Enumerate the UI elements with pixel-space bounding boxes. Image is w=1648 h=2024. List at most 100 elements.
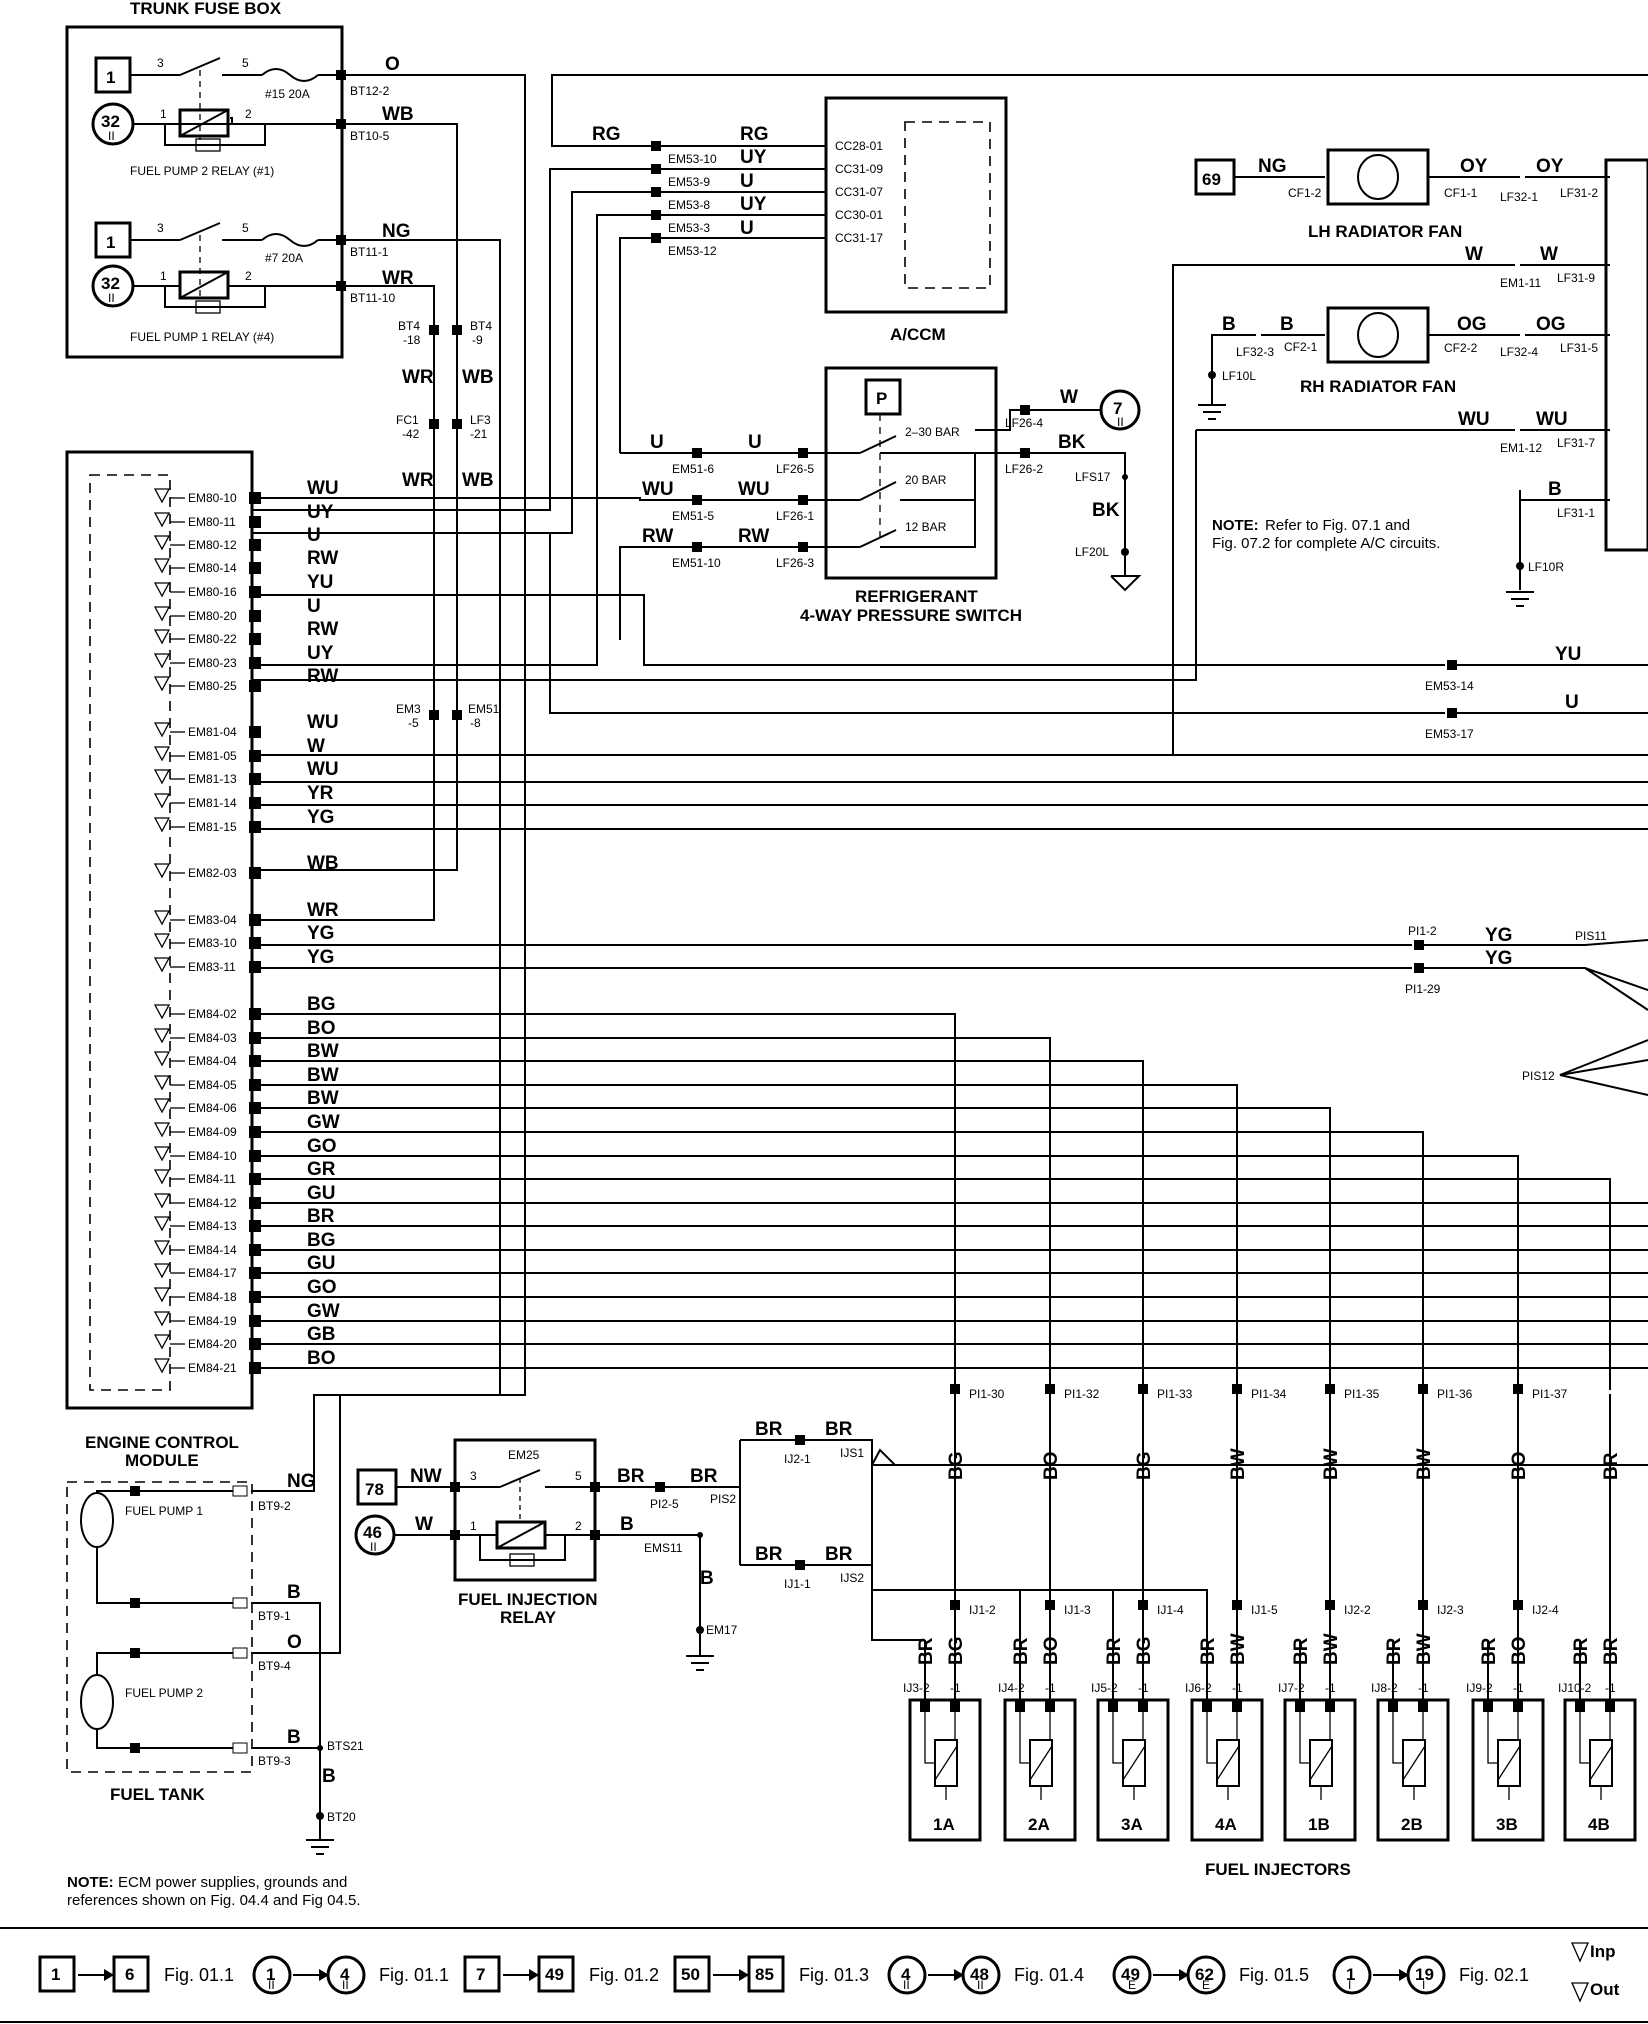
svg-text:5: 5 bbox=[242, 221, 249, 235]
conn-bt12-2: BT12-2 bbox=[350, 84, 390, 98]
pin-triangle-icon bbox=[153, 1051, 171, 1067]
injector-feed-wire bbox=[261, 1155, 1519, 1390]
conn-em1-11: EM1-11 bbox=[1500, 276, 1541, 290]
pin-triangle-icon bbox=[153, 535, 171, 551]
injector-low-color: BG bbox=[1134, 1637, 1155, 1666]
fuse-15-label: #15 20A bbox=[265, 87, 310, 101]
ecm-pin-label: EM84-20 bbox=[188, 1337, 237, 1351]
fuel-pump-2-motor bbox=[80, 1674, 114, 1730]
svg-text:-1: -1 bbox=[950, 1681, 961, 1695]
conn-cf1-2: CF1-2 bbox=[1288, 186, 1322, 200]
injector-vert-color: BR bbox=[1601, 1452, 1622, 1480]
injector-top-conn: PI1-34 bbox=[1251, 1387, 1287, 1401]
wire-label-yg-pi1: YG bbox=[1485, 925, 1512, 946]
injector-name: 3B bbox=[1496, 1815, 1518, 1834]
conn-em53-8: EM53-8 bbox=[668, 198, 710, 212]
wire-label-br-ij1: BR bbox=[755, 1544, 783, 1565]
ref-circle-7-sub: II bbox=[1117, 415, 1124, 429]
injector-feed-wire bbox=[261, 1060, 1144, 1390]
pressure-switch-title-2: 4-WAY PRESSURE SWITCH bbox=[800, 606, 1022, 625]
ref-box-1-label: 1 bbox=[106, 68, 115, 87]
lh-fan-title: LH RADIATOR FAN bbox=[1308, 222, 1462, 241]
legend-to: 49 bbox=[545, 1965, 564, 1984]
input-triangle-icon bbox=[1570, 1942, 1590, 1963]
legend-fig: Fig. 01.1 bbox=[379, 1965, 449, 1985]
ac-note-text2: Fig. 07.2 for complete A/C circuits. bbox=[1212, 535, 1440, 552]
ecm-wire-label: BW bbox=[307, 1065, 339, 1086]
injector-body bbox=[1563, 1698, 1637, 1842]
injector-feed-wire bbox=[261, 1178, 1611, 1390]
pin-triangle-icon bbox=[153, 863, 171, 879]
injector-low-color: BW bbox=[1414, 1633, 1435, 1665]
injector-low-conn: IJ1-3 bbox=[1064, 1603, 1091, 1617]
fir-title-2: RELAY bbox=[500, 1608, 557, 1627]
ecm-pin-label: EM81-04 bbox=[188, 725, 237, 739]
ecm-pin-label: EM84-11 bbox=[188, 1172, 236, 1186]
ecm-wire-label: GU bbox=[307, 1183, 336, 1204]
injector-name: 1B bbox=[1308, 1815, 1330, 1834]
injector-br-label: BR bbox=[1011, 1637, 1032, 1665]
injector-feed-wire bbox=[261, 1037, 1051, 1390]
wire-label-w-switch: W bbox=[1060, 387, 1078, 408]
svg-text:3: 3 bbox=[470, 1469, 477, 1483]
conn-em1-12: EM1-12 bbox=[1500, 441, 1542, 455]
injector-body bbox=[908, 1698, 982, 1842]
lh-fan-box bbox=[1326, 148, 1430, 206]
rh-fan-title: RH RADIATOR FAN bbox=[1300, 377, 1456, 396]
pressure-switch-title-1: REFRIGERANT bbox=[855, 587, 978, 606]
ac-note-text1: Refer to Fig. 07.1 and bbox=[1265, 517, 1410, 534]
svg-text:-1: -1 bbox=[1418, 1681, 1429, 1695]
wire-label-og-2: OG bbox=[1536, 314, 1566, 335]
svg-text:5: 5 bbox=[242, 56, 249, 70]
conn-lf10r: LF10R bbox=[1528, 560, 1564, 574]
svg-text:1: 1 bbox=[470, 1519, 477, 1533]
svg-text:-1: -1 bbox=[1045, 1681, 1056, 1695]
ecm-wire-label: WU bbox=[307, 478, 339, 499]
fuel-pump-1-label: FUEL PUMP 1 bbox=[125, 1504, 203, 1518]
wire-label-br-relay2: BR bbox=[690, 1466, 718, 1487]
ecm-pin-label: EM84-04 bbox=[188, 1054, 237, 1068]
legend-fig: Fig. 01.3 bbox=[799, 1965, 869, 1985]
pin-triangle-icon bbox=[153, 1169, 171, 1185]
injector-br-label: BR bbox=[1384, 1637, 1405, 1665]
conn-lf32-3: LF32-3 bbox=[1236, 345, 1274, 359]
pin-triangle-icon bbox=[153, 606, 171, 622]
conn-cf1-1: CF1-1 bbox=[1444, 186, 1478, 200]
ecm-pin-label: EM84-06 bbox=[188, 1101, 237, 1115]
injector-feed-wire bbox=[261, 1013, 956, 1390]
ecm-wire-label: UY bbox=[307, 502, 334, 523]
ecm-pin-label: EM84-17 bbox=[188, 1266, 237, 1280]
ecm-pin-label: EM81-15 bbox=[188, 820, 237, 834]
ecm-note-text2: references shown on Fig. 04.4 and Fig 04… bbox=[67, 1892, 361, 1909]
legend-from: 4 bbox=[901, 1965, 911, 1984]
injector-body bbox=[1471, 1698, 1545, 1842]
legend-from: 50 bbox=[681, 1965, 700, 1984]
conn-bt4-9: BT4 bbox=[470, 319, 492, 333]
wire-label-oy-1: OY bbox=[1460, 156, 1488, 177]
conn-bt11-1: BT11-1 bbox=[350, 245, 389, 259]
wire-label-w-relay: W bbox=[415, 1514, 433, 1535]
ecm-pin-label: EM84-10 bbox=[188, 1149, 237, 1163]
svg-text:II: II bbox=[268, 1978, 275, 1992]
injector-low-conn: IJ2-4 bbox=[1532, 1603, 1559, 1617]
conn-lf26-3: LF26-3 bbox=[776, 556, 814, 570]
ecm-wire-label: UY bbox=[307, 643, 334, 664]
ecm-pin-label: EM84-02 bbox=[188, 1007, 237, 1021]
conn-bt9-4: BT9-4 bbox=[258, 1659, 291, 1673]
fir-title-1: FUEL INJECTION bbox=[458, 1590, 597, 1609]
legend-from: 7 bbox=[476, 1965, 485, 1984]
pin-triangle-icon bbox=[153, 676, 171, 692]
fuel-injectors-group: PI1-30IJ1-2BGBGBRIJ3-2-11API1-32IJ1-3BOB… bbox=[903, 1384, 1637, 1842]
ecm-box bbox=[65, 450, 254, 1410]
svg-text:II: II bbox=[977, 1978, 984, 1992]
